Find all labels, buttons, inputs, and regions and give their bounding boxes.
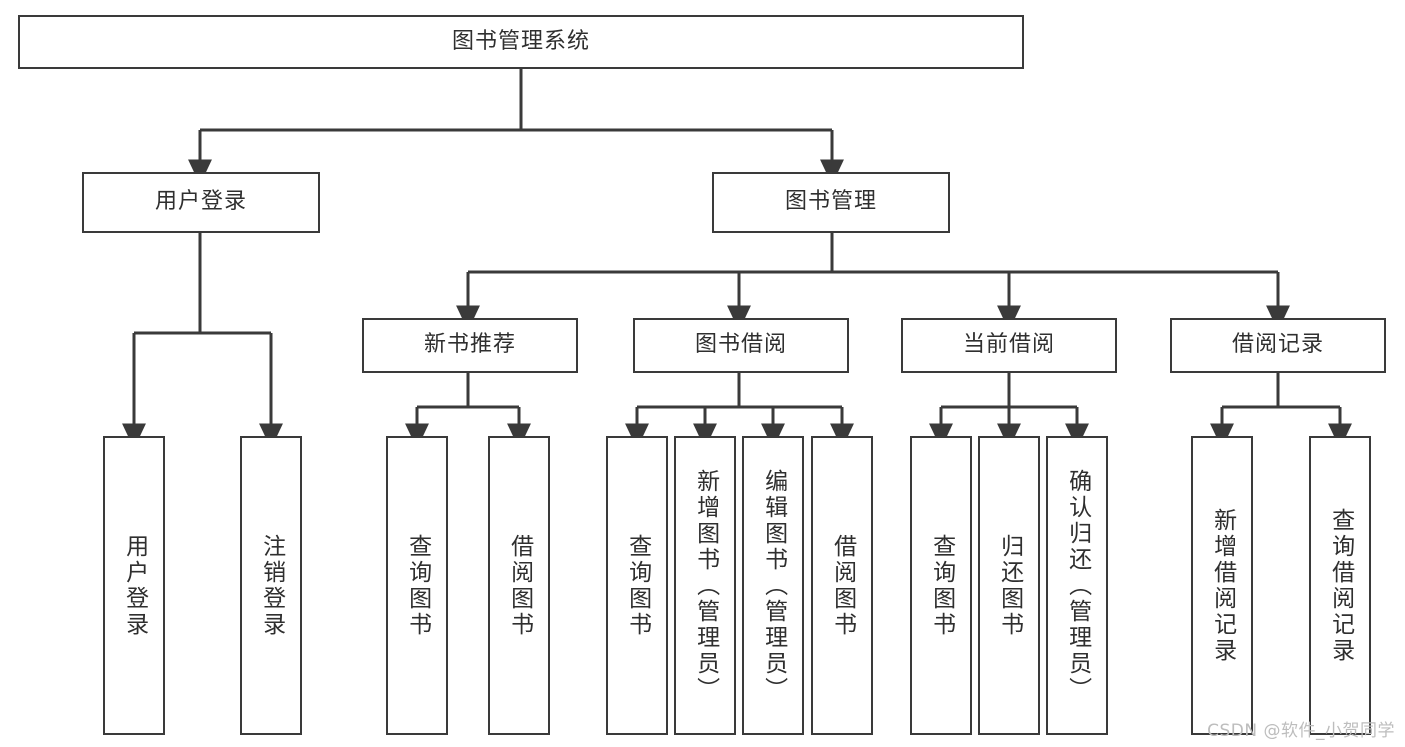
leaf-book-borrow-query[interactable]: 查询图书 [606,436,668,735]
leaf-book-borrow-edit[interactable]: 编辑图书（管理员） [742,436,804,735]
node-label: 图书借阅 [694,332,787,358]
leaf-book-borrow-add[interactable]: 新增图书（管理员） [674,436,736,735]
node-root-book-management-system[interactable]: 图书管理系统 [18,15,1024,69]
leaf-book-borrow-borrow[interactable]: 借阅图书 [811,436,873,735]
leaf-current-borrow-return[interactable]: 归还图书 [978,436,1040,735]
leaf-current-borrow-confirm-return[interactable]: 确认归还（管理员） [1046,436,1108,735]
leaf-borrow-record-query[interactable]: 查询借阅记录 [1309,436,1371,735]
leaf-user-login-login[interactable]: 用户登录 [103,436,165,735]
node-label: 编辑图书（管理员） [760,468,787,703]
node-label: 查询借阅记录 [1327,507,1354,664]
leaf-new-book-borrow[interactable]: 借阅图书 [488,436,550,735]
node-label: 查询图书 [404,533,431,638]
node-label: 归还图书 [996,533,1023,638]
node-current-borrow[interactable]: 当前借阅 [901,318,1117,373]
leaf-user-login-logout[interactable]: 注销登录 [240,436,302,735]
node-book-management[interactable]: 图书管理 [712,172,950,233]
leaf-new-book-query[interactable]: 查询图书 [386,436,448,735]
watermark: CSDN @软件_小贺同学 [1207,721,1395,741]
node-label: 当前借阅 [962,332,1055,358]
node-label: 借阅图书 [829,533,856,638]
node-label: 图书管理系统 [451,28,590,54]
leaf-current-borrow-query[interactable]: 查询图书 [910,436,972,735]
node-label: 确认归还（管理员） [1064,468,1091,703]
node-label: 借阅记录 [1231,332,1324,358]
node-label: 用户登录 [154,189,247,215]
node-label: 新增图书（管理员） [692,468,719,703]
node-label: 查询图书 [928,533,955,638]
node-user-login[interactable]: 用户登录 [82,172,320,233]
node-label: 注销登录 [258,533,285,638]
node-borrow-record[interactable]: 借阅记录 [1170,318,1386,373]
node-label: 新增借阅记录 [1209,507,1236,664]
leaf-borrow-record-add[interactable]: 新增借阅记录 [1191,436,1253,735]
node-label: 用户登录 [121,533,148,638]
node-label: 查询图书 [624,533,651,638]
node-label: 借阅图书 [506,533,533,638]
node-label: 新书推荐 [423,332,516,358]
node-label: 图书管理 [784,189,877,215]
node-new-book-recommend[interactable]: 新书推荐 [362,318,578,373]
node-book-borrow[interactable]: 图书借阅 [633,318,849,373]
